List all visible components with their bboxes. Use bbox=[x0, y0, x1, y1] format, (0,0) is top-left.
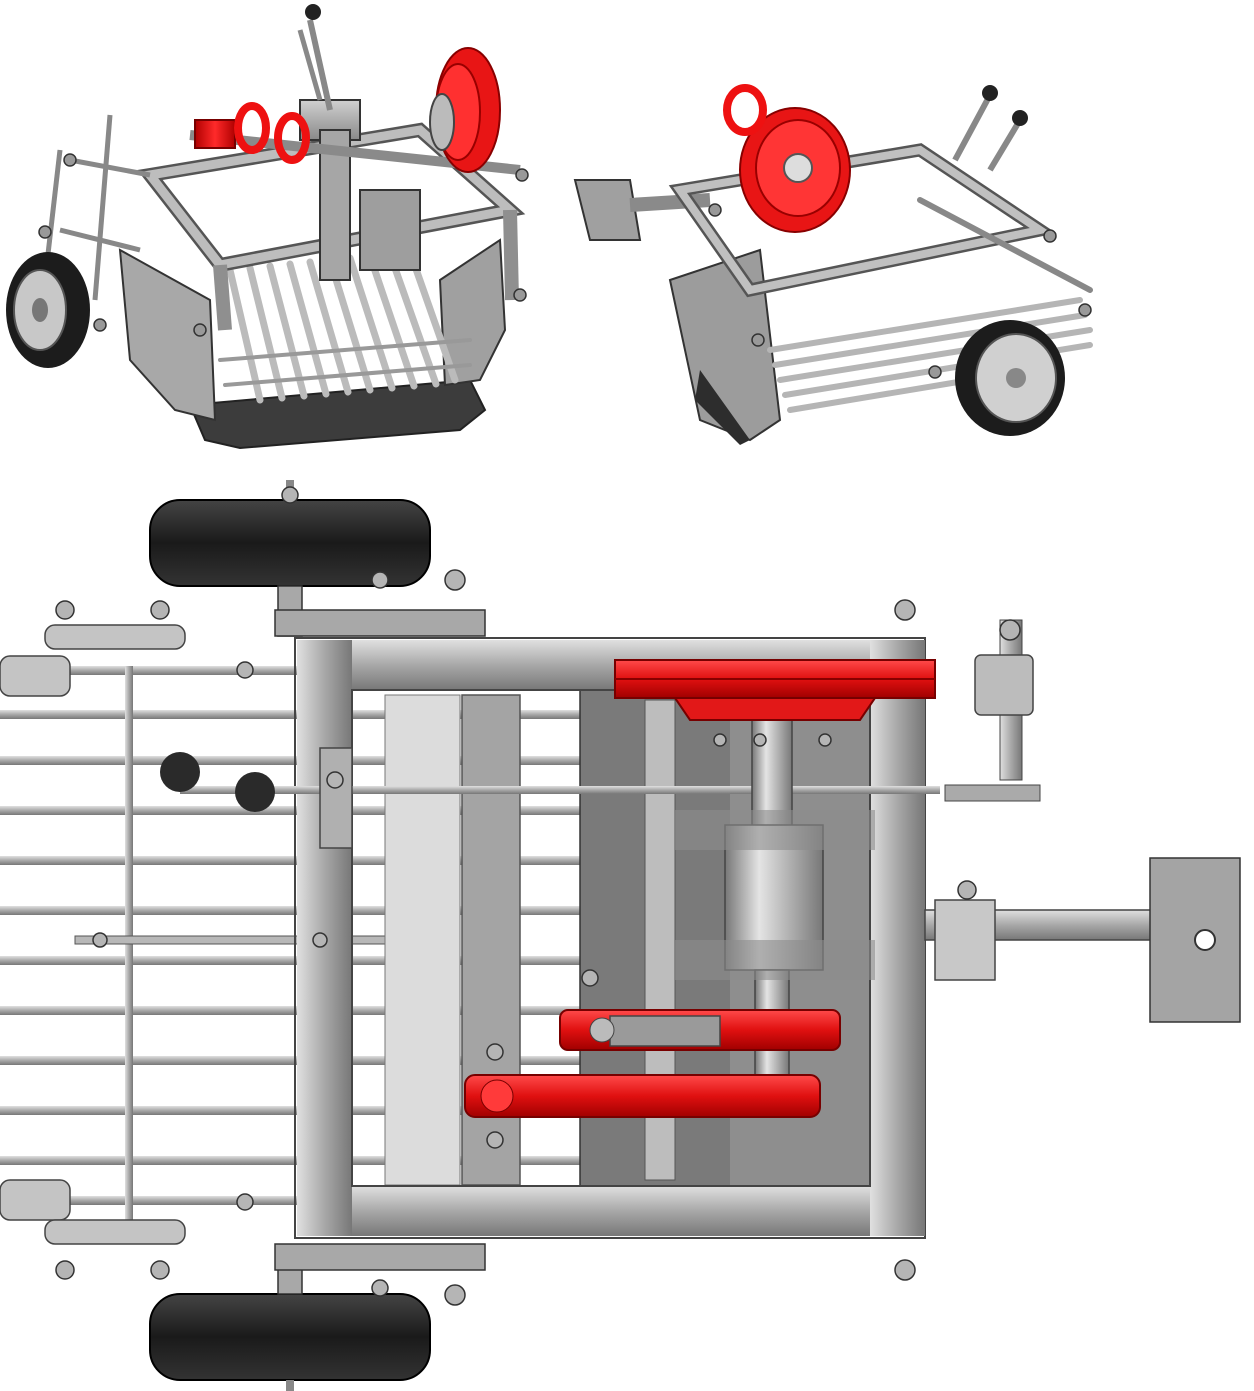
tire-wheel-icon bbox=[149, 480, 431, 1391]
hex-bolt-icon bbox=[38, 153, 529, 337]
v-belt-pulley-icon bbox=[723, 84, 851, 233]
top-view bbox=[0, 480, 1241, 1391]
rear-brackets bbox=[0, 624, 186, 1245]
digging-share bbox=[188, 378, 487, 450]
hex-bolt-icon bbox=[708, 203, 1092, 379]
hitch-drawbar bbox=[573, 179, 711, 241]
wheel-bracket bbox=[274, 585, 486, 1295]
control-lever-icon bbox=[952, 85, 1028, 172]
iso-front-view bbox=[6, 4, 529, 450]
hitch-drawbar bbox=[924, 857, 1241, 1023]
crank-linkage bbox=[464, 1009, 841, 1118]
cardan-coupling bbox=[194, 102, 310, 164]
tire-wheel-icon bbox=[6, 252, 90, 368]
separating-grate bbox=[0, 666, 580, 1226]
hex-bolt-icon bbox=[55, 486, 1021, 1306]
tire-wheel-icon bbox=[955, 320, 1065, 436]
side-plate-left bbox=[118, 248, 217, 422]
control-lever-icon bbox=[160, 747, 940, 849]
control-lever-icon bbox=[297, 4, 333, 111]
separating-grate bbox=[218, 248, 472, 404]
support-roller bbox=[944, 619, 1041, 802]
v-belt-pulley-icon bbox=[614, 659, 936, 721]
iso-rear-view bbox=[573, 84, 1093, 445]
gearbox bbox=[675, 719, 875, 1091]
v-belt-pulley-icon bbox=[429, 47, 501, 173]
